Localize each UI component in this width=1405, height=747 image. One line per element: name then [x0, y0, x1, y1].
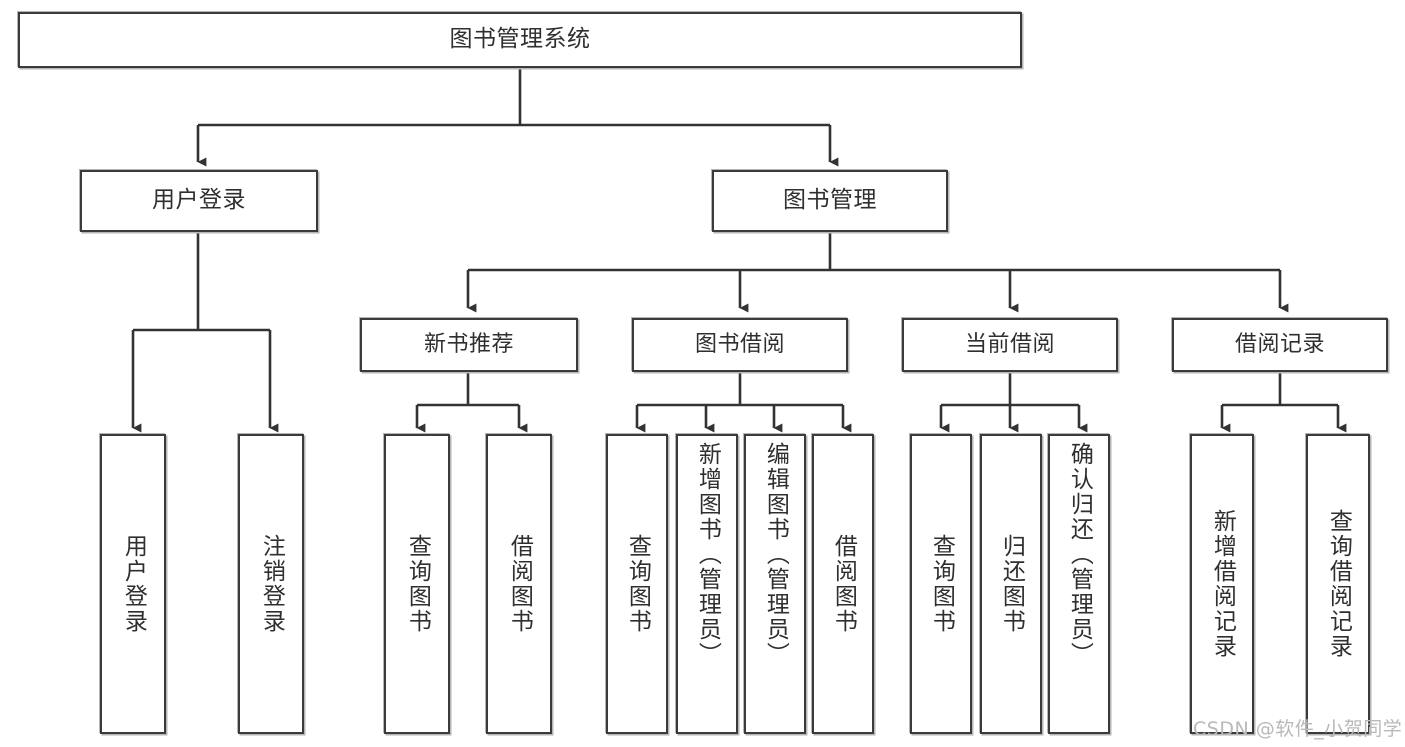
node-root-book-management-system[interactable]: 图书管理系统	[18, 12, 1022, 68]
node-book-borrow[interactable]: 图书借阅	[632, 318, 848, 372]
node-leaf-query-book-current[interactable]: 查询图书	[910, 434, 972, 734]
node-leaf-query-book-recommend[interactable]: 查询图书	[384, 434, 450, 734]
node-user-login[interactable]: 用户登录	[80, 170, 318, 232]
node-leaf-add-borrow-record[interactable]: 新增借阅记录	[1190, 434, 1254, 734]
node-label: 查询图书	[404, 534, 431, 634]
node-new-book-recommend[interactable]: 新书推荐	[360, 318, 578, 372]
node-label: 查询借阅记录	[1325, 509, 1352, 659]
node-label: 借阅图书	[506, 534, 533, 634]
node-leaf-borrow-book-recommend[interactable]: 借阅图书	[486, 434, 552, 734]
node-leaf-borrow-book[interactable]: 借阅图书	[812, 434, 874, 734]
node-label: 图书管理系统	[449, 26, 591, 53]
node-label: 新增图书（管理员）	[694, 442, 721, 667]
node-book-management[interactable]: 图书管理	[712, 170, 948, 232]
node-label: 归还图书	[998, 534, 1025, 634]
csdn-watermark: CSDN @软件_小贺同学	[1193, 718, 1403, 740]
node-label: 用户登录	[152, 187, 246, 214]
node-leaf-logout-login[interactable]: 注销登录	[238, 434, 304, 734]
node-label: 图书借阅	[694, 332, 785, 358]
node-label: 编辑图书（管理员）	[762, 442, 789, 667]
node-label: 图书管理	[783, 187, 877, 214]
node-label: 用户登录	[120, 534, 147, 634]
node-borrow-record[interactable]: 借阅记录	[1172, 318, 1388, 372]
node-leaf-user-login[interactable]: 用户登录	[100, 434, 166, 734]
node-label: 查询图书	[928, 534, 955, 634]
node-label: 新增借阅记录	[1209, 509, 1236, 659]
node-label: 确认归还（管理员）	[1066, 442, 1093, 667]
node-leaf-confirm-return-admin[interactable]: 确认归还（管理员）	[1048, 434, 1110, 734]
node-current-borrow[interactable]: 当前借阅	[902, 318, 1118, 372]
node-label: 查询图书	[624, 534, 651, 634]
node-label: 借阅图书	[830, 534, 857, 634]
node-label: 新书推荐	[423, 332, 514, 358]
node-leaf-query-book-borrow[interactable]: 查询图书	[606, 434, 668, 734]
node-label: 当前借阅	[964, 332, 1055, 358]
node-leaf-query-borrow-record[interactable]: 查询借阅记录	[1306, 434, 1370, 734]
node-label: 借阅记录	[1234, 332, 1325, 358]
node-label: 注销登录	[258, 534, 285, 634]
node-leaf-edit-book-admin[interactable]: 编辑图书（管理员）	[744, 434, 806, 734]
node-leaf-return-book[interactable]: 归还图书	[980, 434, 1042, 734]
node-leaf-add-book-admin[interactable]: 新增图书（管理员）	[676, 434, 738, 734]
